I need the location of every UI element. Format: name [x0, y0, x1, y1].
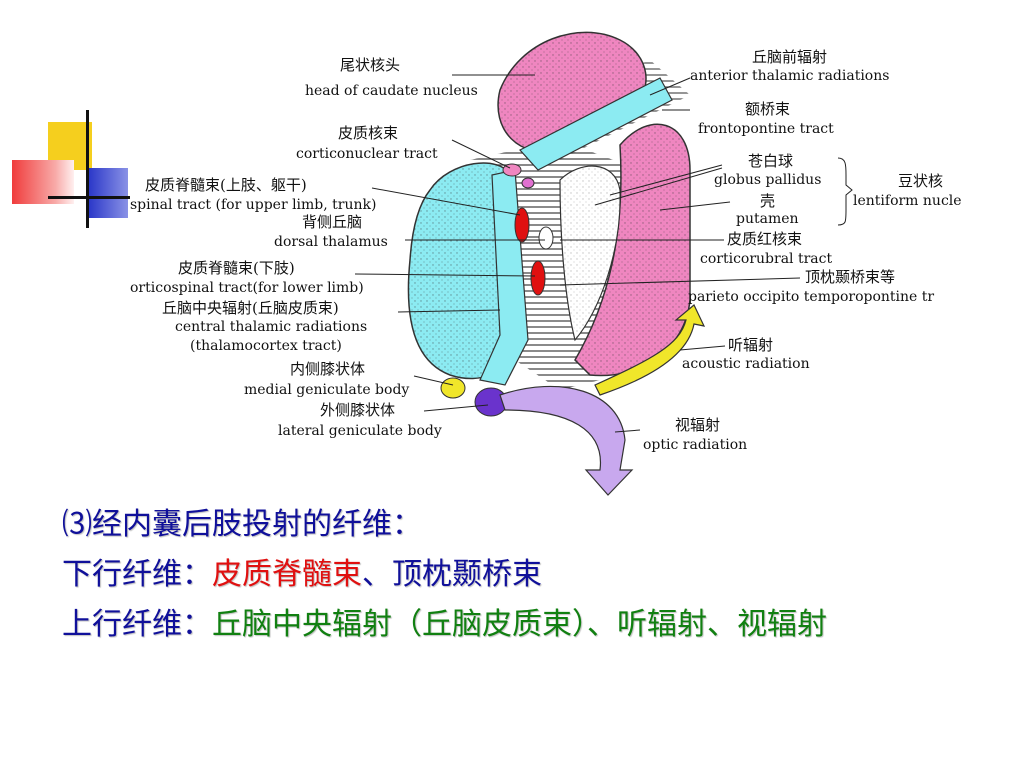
label-caudate-en: head of caudate nucleus: [305, 83, 478, 99]
label-ant-en: anterior thalamic radiations: [690, 68, 889, 84]
optic-radiation-arrow: [499, 385, 634, 496]
heading-line: ⑶经内囊后肢投射的纤维：: [62, 506, 1002, 544]
medial-geniculate-shape: [440, 377, 466, 399]
label-dorsal-en: dorsal thalamus: [274, 234, 388, 250]
anterior-limb-band: [519, 77, 673, 171]
cst-upper-marker: [514, 207, 530, 243]
corticonuclear-marker-2: [521, 177, 535, 189]
label-globus-zh: 苍白球: [748, 152, 793, 170]
label-putamen-zh: 壳: [760, 192, 775, 210]
cst-lower-marker: [530, 260, 546, 296]
descending-rest: 、顶枕颞桥束: [362, 557, 542, 592]
label-medial-en: medial geniculate body: [244, 382, 409, 398]
descending-highlight: 皮质脊髓束: [212, 557, 362, 592]
label-cst-lower-en: orticospinal tract(for lower limb): [130, 280, 364, 296]
label-cortnuc-zh: 皮质核束: [338, 124, 398, 142]
label-cortnuc-en: corticonuclear tract: [296, 146, 438, 162]
descending-line: 下行纤维：皮质脊髓束、顶枕颞桥束: [62, 556, 1002, 594]
label-central-en2: (thalamocortex tract): [190, 338, 342, 354]
deco-horizontal-line: [48, 196, 130, 199]
label-central-zh: 丘脑中央辐射(丘脑皮质束): [162, 299, 339, 317]
label-globus-en: globus pallidus: [714, 172, 821, 188]
label-medial-zh: 内侧膝状体: [290, 360, 365, 378]
label-parieto-en: parieto occipito temporopontine tr: [688, 289, 934, 305]
deco-blue-square: [88, 168, 128, 218]
label-putamen-en: putamen: [736, 211, 799, 227]
label-frontop-zh: 额桥束: [745, 100, 790, 118]
label-optic-en: optic radiation: [643, 437, 747, 453]
label-optic-zh: 视辐射: [675, 416, 720, 434]
label-lateral-en: lateral geniculate body: [278, 423, 442, 439]
acoustic-radiation-arrow: [594, 304, 706, 396]
internal-capsule-diagram: 尾状核头 head of caudate nucleus 皮质核束 cortic…: [130, 31, 962, 496]
descending-prefix: 下行纤维：: [62, 557, 212, 592]
label-ant-zh: 丘脑前辐射: [752, 48, 827, 66]
heading-text: ⑶经内囊后肢投射的纤维：: [62, 507, 422, 542]
label-parieto-zh: 顶枕颞桥束等: [805, 268, 895, 286]
label-lenti-en: lentiform nucle: [853, 193, 962, 209]
label-lateral-zh: 外侧膝状体: [320, 401, 395, 419]
label-corub-zh: 皮质红核束: [727, 230, 802, 248]
ascending-line: 上行纤维：丘脑中央辐射（丘脑皮质束）、听辐射、视辐射: [62, 606, 1002, 644]
ascending-highlight: 丘脑中央辐射（丘脑皮质束）、听辐射、视辐射: [212, 607, 827, 642]
label-caudate-zh: 尾状核头: [340, 56, 400, 74]
label-cst-upper-en: spinal tract (for upper limb, trunk): [130, 197, 376, 213]
label-acoustic-en: acoustic radiation: [682, 356, 810, 372]
label-cst-lower-zh: 皮质脊髓束(下肢): [178, 259, 295, 277]
label-dorsal-zh: 背侧丘脑: [302, 213, 362, 231]
label-corub-en: corticorubral tract: [700, 251, 832, 267]
label-cst-upper-zh: 皮质脊髓束(上肢、躯干): [145, 176, 307, 194]
label-acoustic-zh: 听辐射: [728, 336, 773, 354]
dorsal-marker: [538, 226, 554, 250]
leader-lines: [354, 74, 853, 433]
content-text: ⑶经内囊后肢投射的纤维： 下行纤维：皮质脊髓束、顶枕颞桥束 上行纤维：丘脑中央辐…: [62, 506, 1002, 644]
label-central-en1: central thalamic radiations: [175, 319, 367, 335]
ascending-prefix: 上行纤维：: [62, 607, 212, 642]
deco-vertical-line: [86, 110, 89, 228]
label-lenti-zh: 豆状核: [898, 172, 943, 190]
label-frontop-en: frontopontine tract: [698, 121, 834, 137]
